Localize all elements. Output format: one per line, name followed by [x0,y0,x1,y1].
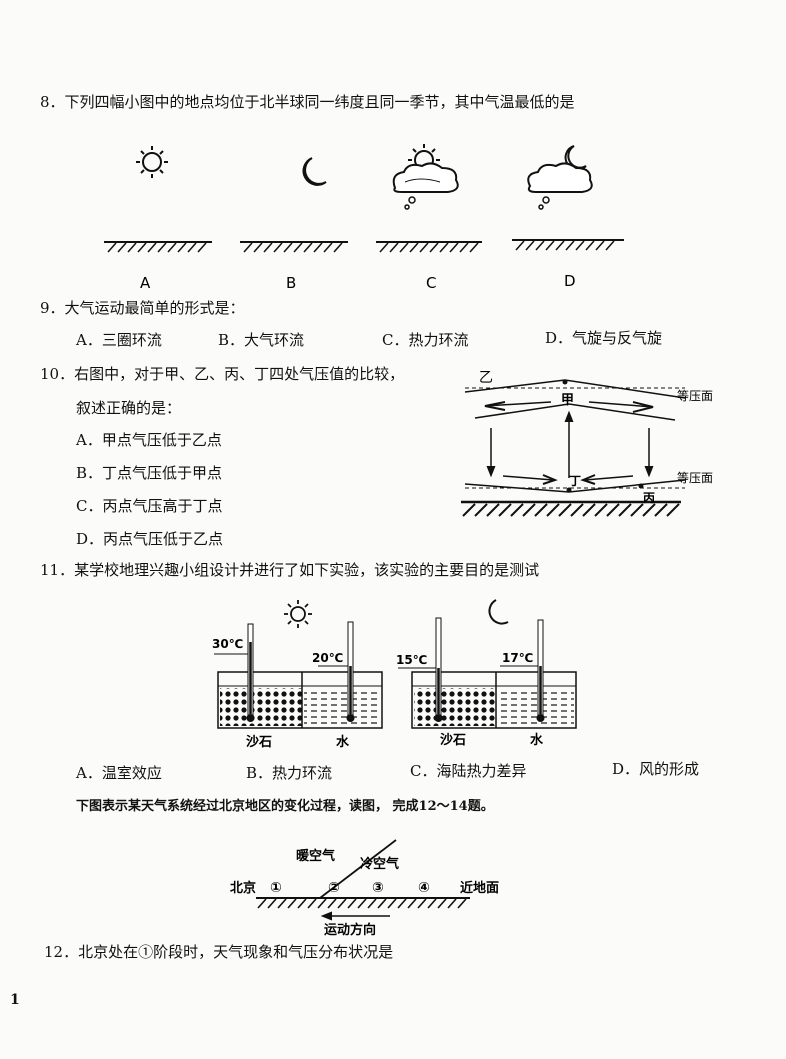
night-water-label: 水 [530,732,544,748]
q11-option-b: B．热力环流 [246,764,333,782]
q11-option-a: A．温室效应 [76,764,162,782]
cold-air-label: 冷空气 [360,856,399,872]
q8-weather-figure: A B C D [104,144,624,292]
stage-2: ② [328,880,340,896]
q11-experiment-figure: 30℃ 20℃ 15℃ 17℃ 沙石 水 沙石 水 [212,599,577,750]
panel-label-d: D [564,272,576,290]
q8-stem: 8．下列四幅小图中的地点均位于北半球同一纬度且同一季节，其中气温最低的是 [40,93,575,111]
night-water-temp: 17℃ [502,651,533,665]
day-sand-temp: 30℃ [212,637,243,651]
label-bing: 丙 [643,491,655,505]
q10-option-b: B．丁点气压低于甲点 [76,464,223,482]
motion-direction-label: 运动方向 [324,922,376,938]
q11-option-d: D．风的形成 [612,760,700,778]
panel-label-b: B [286,274,296,292]
q10-stem-line2: 叙述正确的是： [76,399,182,417]
beijing-label: 北京 [230,880,256,896]
sun-icon [284,600,312,628]
q9-stem: 9．大气运动最简单的形式是： [40,299,245,317]
near-ground-label: 近地面 [460,880,499,896]
ground-hatch-c [376,241,482,253]
warm-air-label: 暖空气 [296,848,335,864]
ground-hatch-b [240,241,348,253]
q9-option-a: A．三圈环流 [76,331,162,349]
moon-icon [488,599,509,625]
label-isobar-bottom: 等压面 [677,471,713,485]
label-yi: 乙 [479,370,493,386]
q10-option-a: A．甲点气压低于乙点 [76,431,222,449]
front-figure: 暖空气 冷空气 北京 ① ② ③ ④ 近地面 运动方向 [230,839,499,938]
night-sand-temp: 15℃ [396,653,427,667]
q10-option-d: D．丙点气压低于乙点 [76,530,224,548]
front-line [319,839,397,899]
ground-hatch-d [512,239,624,251]
q11-stem: 11．某学校地理兴趣小组设计并进行了如下实验，该实验的主要目的是测试 [40,561,540,579]
q12-stem: 12．北京处在①阶段时，天气现象和气压分布状况是 [44,943,394,961]
stage-4: ④ [418,880,430,896]
q11-option-c: C．海陆热力差异 [410,762,527,780]
ground-hatch-a [104,241,212,253]
stage-1: ① [270,880,282,896]
cloud-icon [392,162,459,210]
q9-option-c: C．热力环流 [382,331,469,349]
day-sand-label: 沙石 [246,735,272,750]
day-water-label: 水 [336,734,350,750]
q10-stem-line1: 10．右图中，对于甲、乙、丙、丁四处气压值的比较， [40,365,405,383]
q9-option-b: B．大气环流 [218,331,305,349]
page-number: 1 [10,992,20,1008]
q10-option-c: C．丙点气压高于丁点 [76,497,223,515]
motion-arrow [320,911,390,921]
label-jia: 甲 [561,393,574,408]
q9-option-d: D．气旋与反气旋 [545,329,663,347]
sun-icon [136,146,168,178]
label-ding: 丁 [569,474,581,488]
moon-icon [302,157,327,186]
day-water-temp: 20℃ [312,651,343,665]
stage-3: ③ [372,880,384,896]
moon-icon [564,145,587,171]
panel-label-c: C [426,274,436,292]
label-isobar-top: 等压面 [677,389,713,403]
intro-12-14: 下图表示某天气系统经过北京地区的变化过程，读图， 完成12～14题。 [76,799,494,814]
isobar-top [464,379,686,399]
cloud-icon [527,162,593,210]
night-sand-label: 沙石 [440,733,466,748]
q10-pressure-figure: 乙 甲 丁 丙 等压面 等压面 [461,370,713,517]
panel-label-a: A [140,274,151,292]
